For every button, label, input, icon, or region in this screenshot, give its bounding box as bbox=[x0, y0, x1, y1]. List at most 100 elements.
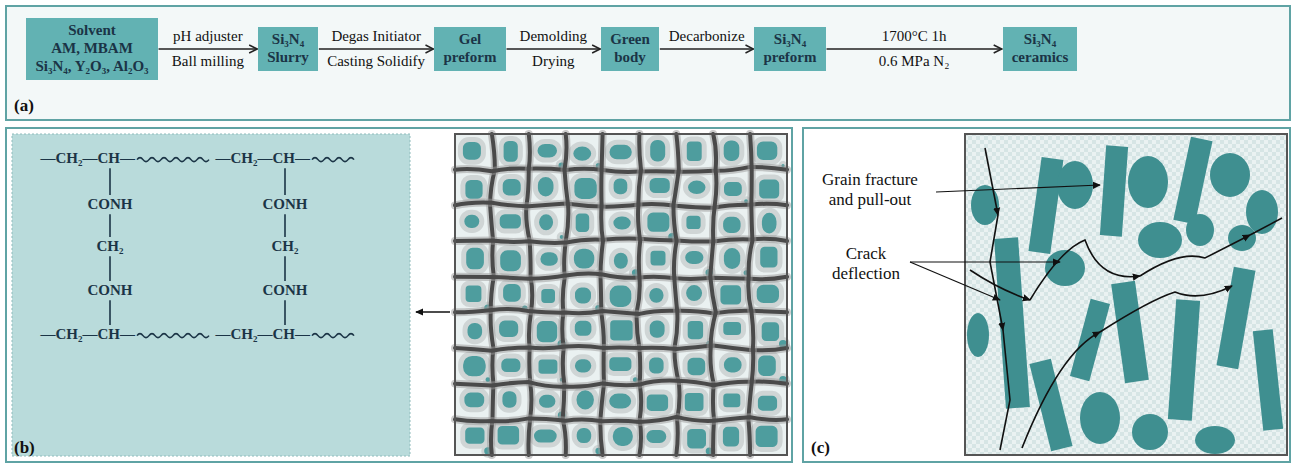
particle bbox=[572, 175, 599, 201]
particle bbox=[501, 282, 524, 305]
pointer-arrow bbox=[416, 311, 450, 313]
particle bbox=[572, 318, 594, 338]
panel-letter: (b) bbox=[14, 438, 35, 458]
particle bbox=[754, 139, 779, 163]
particle bbox=[684, 139, 704, 164]
formula-text: —CH₂—CH— bbox=[41, 326, 136, 343]
particle bbox=[500, 389, 519, 410]
particle bbox=[647, 286, 666, 306]
gel-network bbox=[455, 134, 789, 456]
formula-text: CONH bbox=[88, 196, 133, 213]
flow-arrow bbox=[159, 48, 258, 49]
chain-shadow bbox=[490, 134, 495, 455]
particle bbox=[722, 180, 745, 199]
particles bbox=[460, 138, 788, 457]
microstructure bbox=[910, 134, 1287, 455]
particle bbox=[721, 355, 744, 375]
particle bbox=[757, 177, 782, 201]
particle bbox=[683, 249, 706, 267]
flow-arrow bbox=[319, 48, 434, 49]
particle bbox=[499, 356, 523, 374]
formula-text: CH₂ bbox=[272, 238, 299, 255]
particle bbox=[495, 423, 521, 447]
polymer-chain bbox=[455, 346, 787, 351]
particle bbox=[721, 391, 743, 410]
particle bbox=[537, 392, 558, 410]
polymer-chain bbox=[600, 134, 604, 455]
step-label: Degas Initiator bbox=[331, 28, 421, 45]
particle bbox=[611, 214, 633, 232]
chain-wave bbox=[312, 158, 354, 162]
formula-text: CONH bbox=[263, 196, 308, 213]
network-frame bbox=[455, 134, 787, 455]
particle bbox=[501, 139, 520, 165]
formula-text: —CH₂—CH— bbox=[216, 326, 311, 343]
particle bbox=[532, 427, 560, 445]
bond-line bbox=[109, 256, 111, 281]
particle bbox=[462, 390, 487, 410]
polymer-chain bbox=[455, 417, 787, 422]
particle bbox=[498, 248, 524, 274]
polymer-chain bbox=[673, 134, 679, 455]
box-text: Si₃N₄, Y₂O₃, Al₂O₃ bbox=[35, 58, 148, 76]
particle bbox=[755, 393, 779, 413]
polymer-chain bbox=[637, 134, 642, 455]
particle bbox=[721, 246, 742, 272]
particle bbox=[571, 144, 594, 163]
polymer-chain bbox=[710, 134, 716, 455]
polymer-chain bbox=[455, 202, 787, 207]
particle bbox=[572, 357, 593, 375]
particle bbox=[607, 142, 634, 162]
chain-shadow bbox=[455, 381, 787, 387]
step-label: Drying bbox=[532, 53, 575, 70]
callout-label: Grain fracture and pull-out bbox=[808, 170, 932, 209]
particle bbox=[648, 248, 668, 268]
step-label: 0.6 MPa N₂ bbox=[879, 53, 950, 70]
particle bbox=[465, 321, 485, 342]
flow-arrow bbox=[827, 48, 1002, 49]
particle bbox=[535, 174, 556, 199]
particle bbox=[686, 178, 709, 197]
flow-arrow bbox=[507, 48, 601, 49]
chain-shadow bbox=[600, 134, 604, 455]
chain-shadow bbox=[455, 417, 787, 422]
particle bbox=[685, 319, 705, 342]
process-box: Si₃N₄ preform bbox=[754, 27, 825, 70]
chain-wave bbox=[137, 334, 209, 338]
box-text: Solvent bbox=[35, 22, 148, 40]
particle bbox=[463, 425, 487, 446]
step-label: Casting Solidify bbox=[327, 53, 425, 70]
chain-shadow bbox=[455, 202, 787, 207]
particle bbox=[497, 212, 523, 231]
particle bbox=[721, 214, 744, 235]
particle bbox=[463, 177, 485, 201]
chain-shadow bbox=[455, 238, 787, 242]
chain-shadow bbox=[455, 346, 787, 351]
network-ground bbox=[455, 134, 787, 455]
formula-ground bbox=[12, 134, 410, 456]
particle bbox=[721, 138, 742, 164]
bond-line bbox=[109, 214, 111, 237]
particle bbox=[611, 176, 630, 197]
particle bbox=[756, 353, 779, 379]
polymer-chain bbox=[526, 134, 532, 455]
bond-line bbox=[284, 300, 286, 325]
panel-ground bbox=[7, 7, 1289, 119]
particle bbox=[759, 210, 779, 236]
chain-wave bbox=[137, 158, 209, 162]
panel-letter: (c) bbox=[811, 438, 830, 458]
formula-text: CONH bbox=[88, 282, 133, 299]
chain-shadow bbox=[748, 134, 753, 455]
polymer-chain bbox=[455, 309, 787, 314]
particle bbox=[647, 175, 672, 195]
formula-text: CONH bbox=[263, 282, 308, 299]
particle bbox=[648, 138, 668, 165]
particle bbox=[535, 142, 560, 161]
flow-arrow bbox=[660, 48, 754, 49]
box-text: Si₃N₄ Slurry bbox=[267, 31, 309, 66]
particle bbox=[537, 212, 556, 233]
box-text: Gel preform bbox=[443, 31, 496, 66]
chain-shadow bbox=[455, 309, 787, 314]
bond-line bbox=[284, 168, 286, 195]
